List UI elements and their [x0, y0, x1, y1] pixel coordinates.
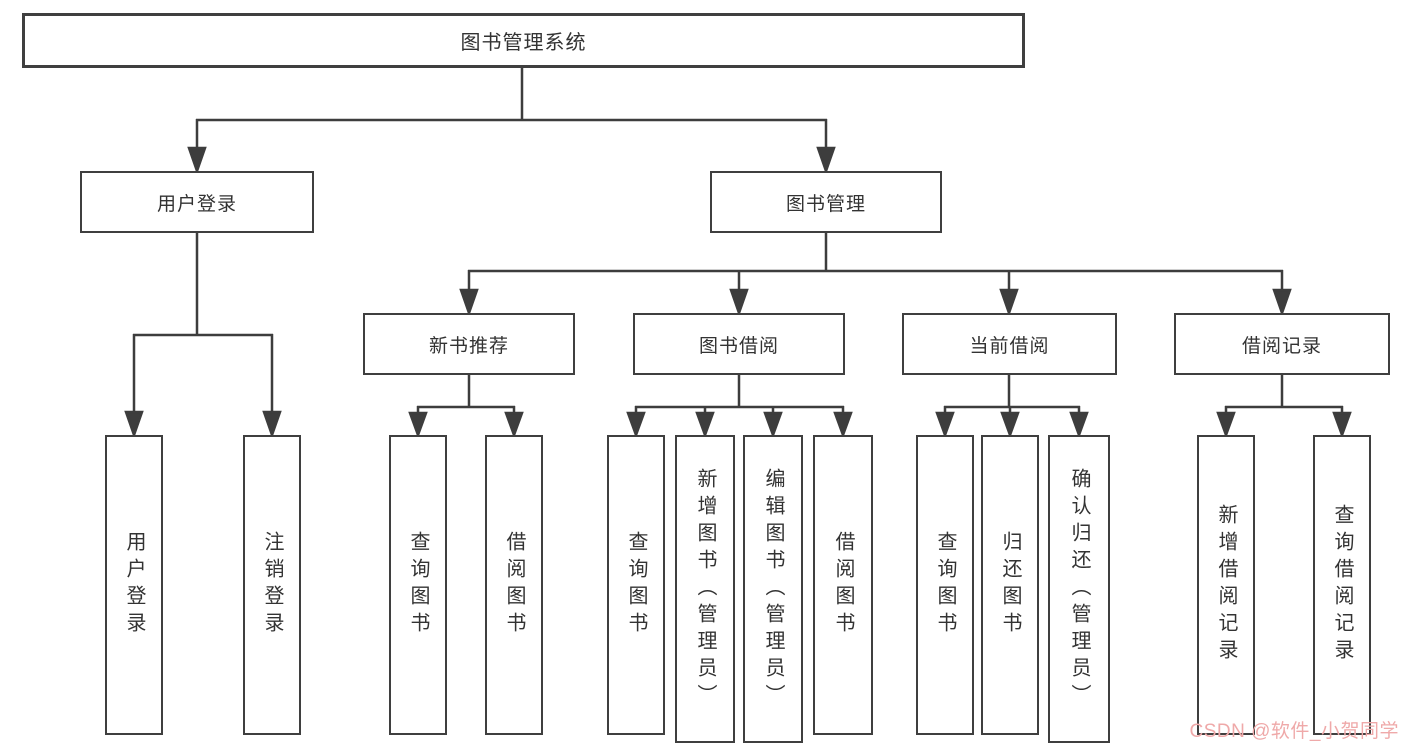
node-book-management-label: 图书管理 — [785, 193, 866, 215]
leaf-add-borrow-record-label: 新增借阅记录 — [1215, 504, 1237, 666]
arrowhead — [695, 411, 715, 439]
node-current-borrow: 当前借阅 — [902, 313, 1117, 375]
node-book-management: 图书管理 — [710, 171, 942, 233]
leaf-query-books-recommend-label: 查询图书 — [407, 531, 429, 639]
arrowhead — [1069, 411, 1089, 439]
leaf-logout-label: 注销登录 — [261, 531, 283, 639]
leaf-query-books-borrow-label: 查询图书 — [625, 531, 647, 639]
leaf-confirm-return-admin-label: 确认归还（管理员） — [1068, 467, 1090, 711]
leaf-user-login: 用户登录 — [105, 435, 163, 735]
node-root-label: 图书管理系统 — [460, 32, 587, 54]
node-user-login-label: 用户登录 — [156, 193, 237, 215]
leaf-borrow-books-recommend-label: 借阅图书 — [503, 531, 525, 639]
node-current-borrow-label: 当前借阅 — [969, 335, 1050, 357]
arrowhead — [124, 410, 144, 439]
leaf-query-books-current-label: 查询图书 — [934, 531, 956, 639]
leaf-edit-books-admin-label: 编辑图书（管理员） — [762, 467, 784, 711]
arrowhead — [459, 288, 479, 317]
leaf-borrow-books-recommend: 借阅图书 — [485, 435, 543, 735]
leaf-return-books-label: 归还图书 — [999, 531, 1021, 639]
arrowhead — [187, 146, 207, 175]
arrowhead — [816, 146, 836, 175]
arrowhead — [1216, 411, 1236, 439]
watermark-text: CSDN @软件_小贺同学 — [1189, 721, 1399, 742]
leaf-user-login-label: 用户登录 — [123, 531, 145, 639]
leaf-query-books-recommend: 查询图书 — [389, 435, 447, 735]
leaf-add-books-admin-label: 新增图书（管理员） — [694, 467, 716, 711]
node-new-book-recommend: 新书推荐 — [363, 313, 575, 375]
leaf-query-books-current: 查询图书 — [916, 435, 974, 735]
leaf-logout: 注销登录 — [243, 435, 301, 735]
node-root: 图书管理系统 — [22, 13, 1025, 68]
arrowhead — [935, 411, 955, 439]
leaf-query-books-borrow: 查询图书 — [607, 435, 665, 735]
node-borrow-records: 借阅记录 — [1174, 313, 1390, 375]
arrowhead — [833, 411, 853, 439]
node-user-login: 用户登录 — [80, 171, 314, 233]
arrowhead — [763, 411, 783, 439]
leaf-query-borrow-record-label: 查询借阅记录 — [1331, 504, 1353, 666]
leaf-borrow-books-label: 借阅图书 — [832, 531, 854, 639]
arrowhead — [504, 411, 524, 439]
leaf-borrow-books: 借阅图书 — [813, 435, 873, 735]
node-book-borrow: 图书借阅 — [633, 313, 845, 375]
arrowhead — [1000, 411, 1020, 439]
leaf-add-books-admin: 新增图书（管理员） — [675, 435, 735, 743]
node-book-borrow-label: 图书借阅 — [698, 335, 779, 357]
arrowhead — [999, 288, 1019, 317]
arrowhead — [729, 288, 749, 317]
arrowhead — [262, 410, 282, 439]
arrowhead — [626, 411, 646, 439]
node-borrow-records-label: 借阅记录 — [1241, 335, 1322, 357]
leaf-return-books: 归还图书 — [981, 435, 1039, 735]
leaf-query-borrow-record: 查询借阅记录 — [1313, 435, 1371, 735]
arrowhead — [1332, 411, 1352, 439]
leaf-add-borrow-record: 新增借阅记录 — [1197, 435, 1255, 735]
arrowhead — [408, 411, 428, 439]
leaf-confirm-return-admin: 确认归还（管理员） — [1048, 435, 1110, 743]
leaf-edit-books-admin: 编辑图书（管理员） — [743, 435, 803, 743]
node-new-book-recommend-label: 新书推荐 — [428, 335, 509, 357]
arrowhead — [1272, 288, 1292, 317]
